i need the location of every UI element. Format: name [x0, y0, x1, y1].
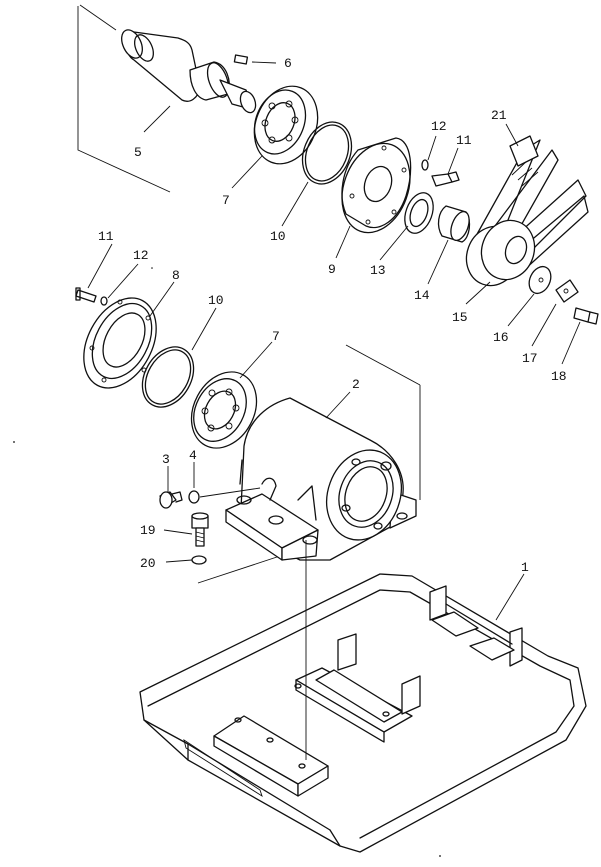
oil-seal: [404, 192, 434, 234]
callout-17: 17: [522, 351, 538, 366]
callout-8: 8: [172, 268, 180, 283]
callout-18: 18: [551, 369, 567, 384]
mounting-bolt: [191, 512, 209, 547]
flange-cover: [341, 137, 412, 234]
callout-7-lower: 7: [272, 329, 280, 344]
bearing-housing: [225, 397, 417, 561]
o-ring-lower: [141, 346, 195, 408]
callout-19: 19: [140, 523, 156, 538]
leader-lines: [87, 105, 581, 621]
callout-16: 16: [493, 330, 509, 345]
lock-plate: [555, 279, 579, 303]
lock-washer-upper: [421, 159, 429, 171]
callout-20: 20: [140, 556, 156, 571]
key: [233, 54, 277, 65]
callout-5: 5: [134, 145, 142, 160]
callout-10-upper: 10: [270, 229, 286, 244]
gasket: [188, 487, 261, 504]
base-plate: [139, 573, 587, 853]
disc-washer: [528, 265, 552, 295]
callout-6: 6: [284, 56, 292, 71]
lock-washer-left: [100, 296, 108, 306]
callout-4: 4: [189, 448, 197, 463]
flange-cover-left: [83, 297, 157, 389]
callout-9: 9: [328, 262, 336, 277]
callout-3: 3: [162, 452, 170, 467]
bolt-left: [75, 287, 97, 303]
bolt-upper: [431, 171, 460, 187]
frame-lines: [77, 4, 421, 584]
scan-specks: [13, 267, 441, 857]
callout-2: 2: [352, 377, 360, 392]
eccentric-shaft: [121, 29, 257, 114]
spring-washer: [191, 555, 207, 565]
callout-21: 21: [491, 108, 507, 123]
callout-7-upper: 7: [222, 193, 230, 208]
callout-1: 1: [521, 560, 529, 575]
callout-10-lower: 10: [208, 293, 224, 308]
drain-plug: [159, 491, 183, 509]
callout-labels: 1 2 3 4 5 6 7 7 8 9 10 10 11 11 12 12 13…: [98, 56, 567, 575]
callout-11-lower: 11: [98, 229, 114, 244]
callout-14: 14: [414, 288, 430, 303]
callout-15: 15: [452, 310, 468, 325]
collar: [437, 205, 471, 243]
callout-13: 13: [370, 263, 386, 278]
o-ring-upper: [301, 121, 353, 185]
bolt-pulley: [573, 307, 599, 325]
callout-12-upper: 12: [431, 119, 447, 134]
belt-tag: [509, 135, 539, 167]
bearing-upper: [253, 85, 319, 165]
callout-11-upper: 11: [456, 133, 472, 148]
callout-12-lower: 12: [133, 248, 149, 263]
